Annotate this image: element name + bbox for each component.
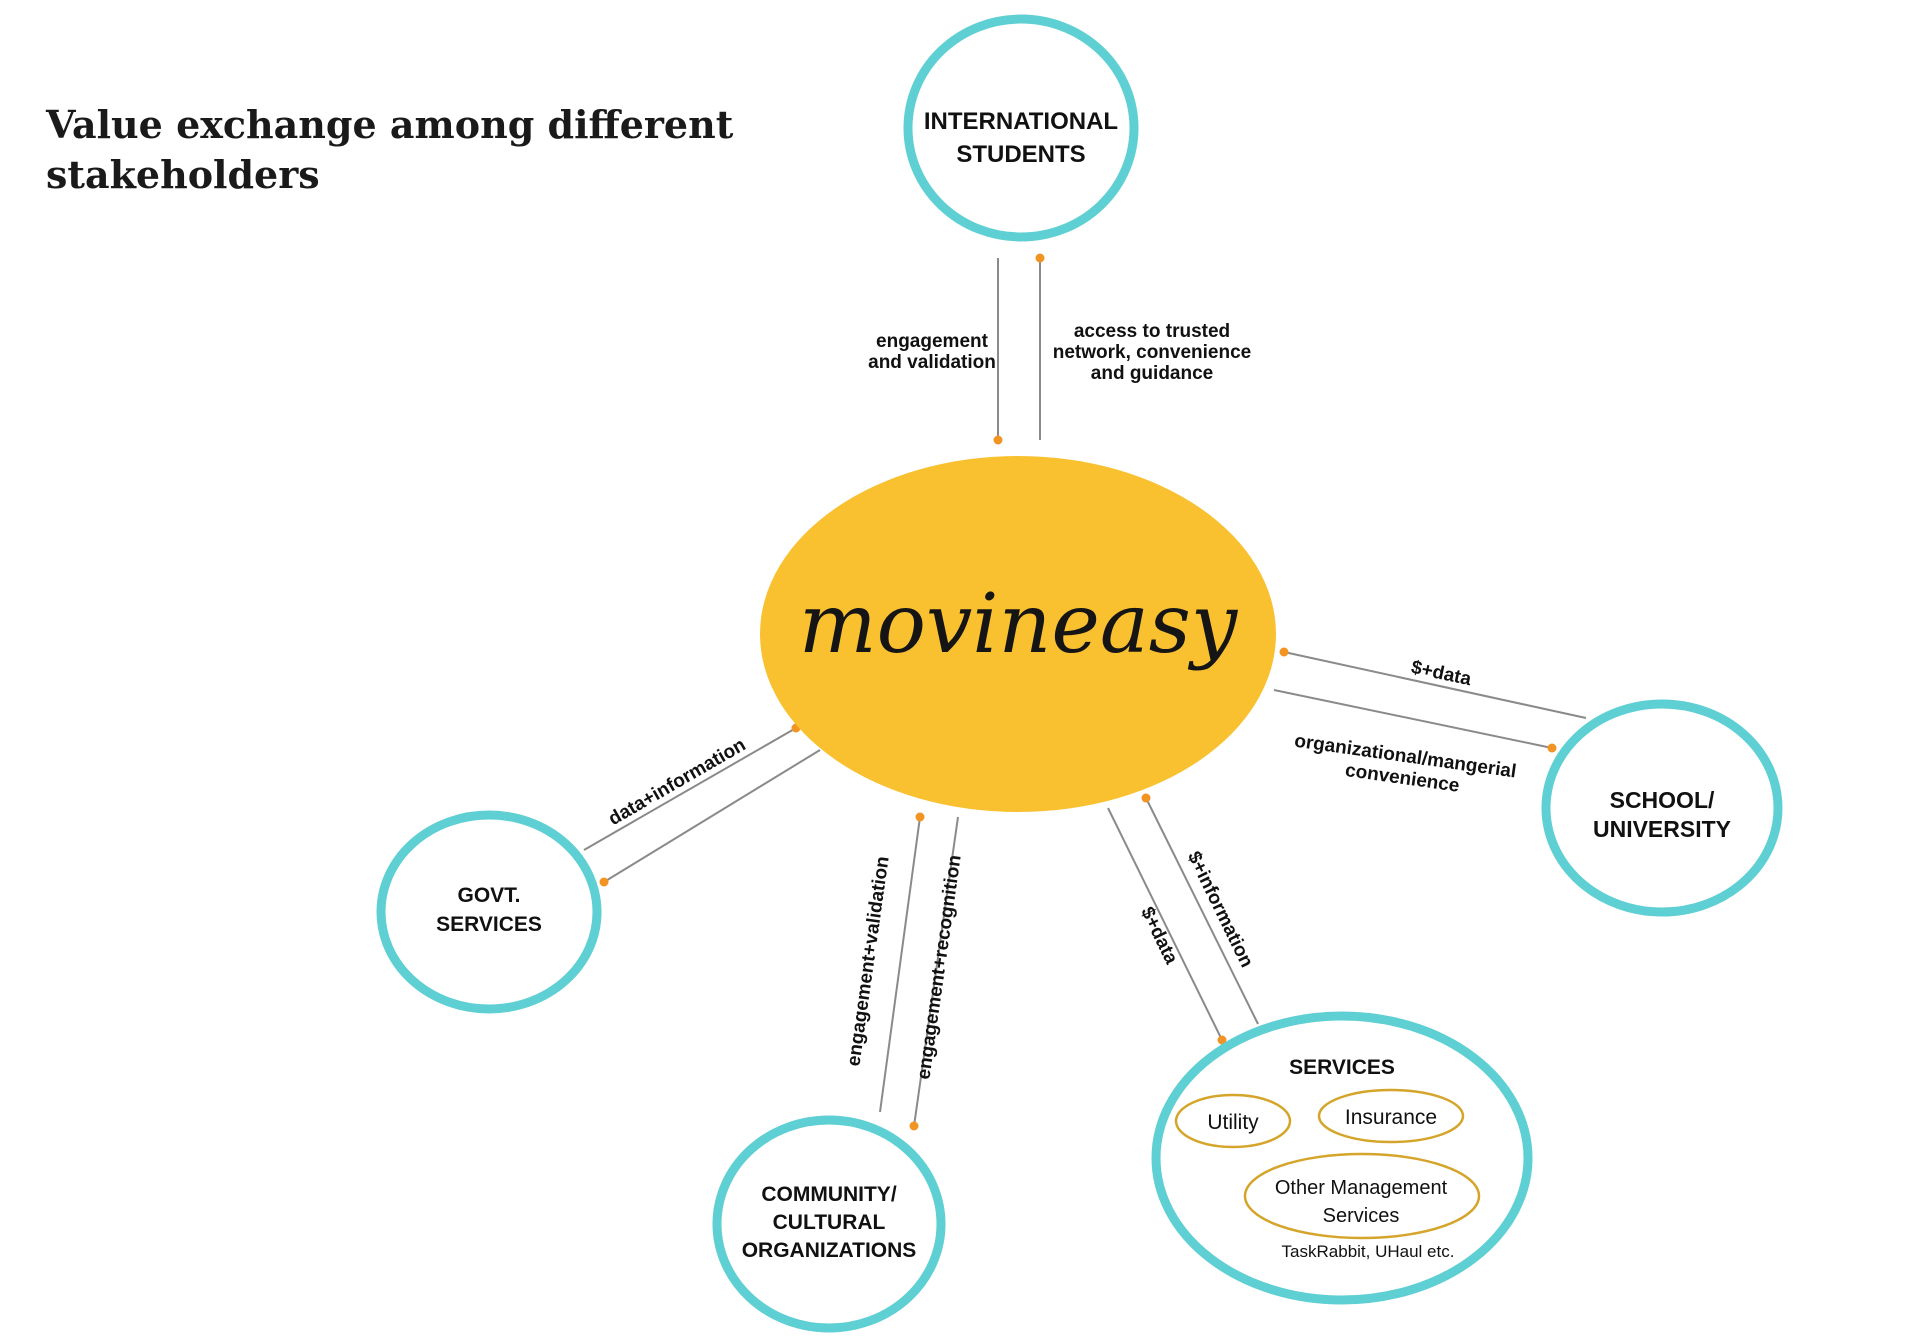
connector-dots	[599, 253, 1557, 1131]
edge-label-line: network, convenience	[1053, 342, 1252, 363]
edge-label-services-to-hub: $+data	[1136, 904, 1182, 968]
dot	[1035, 253, 1045, 263]
node-label: CULTURAL	[773, 1211, 886, 1234]
edge-school-to-hub	[1283, 651, 1587, 719]
connector-lines	[583, 258, 1587, 1127]
dot	[993, 435, 1003, 445]
services-title: SERVICES	[1289, 1056, 1395, 1079]
edge-label-line: engagement	[876, 331, 989, 352]
node-label: GOVT.	[457, 884, 520, 907]
node-ring	[1541, 699, 1783, 917]
hub-ellipse	[760, 456, 1276, 812]
other-services-label: Other Management	[1275, 1177, 1448, 1199]
utility-ring	[1174, 1093, 1292, 1149]
node-school-university: SCHOOL/ UNIVERSITY	[1541, 699, 1783, 917]
other-services-ring	[1243, 1152, 1481, 1240]
edge-label-hub-to-services: $+information	[1183, 848, 1257, 971]
edge-hub-to-services	[1145, 797, 1259, 1025]
node-label: COMMUNITY/	[761, 1183, 896, 1206]
utility-label: Utility	[1207, 1111, 1259, 1134]
node-ring	[903, 14, 1139, 242]
edge-label-students-to-hub: engagement and validation	[868, 331, 996, 373]
services-examples: TaskRabbit, UHaul etc.	[1282, 1242, 1455, 1261]
node-label: SCHOOL/	[1610, 787, 1715, 813]
node-services: SERVICES Utility Insurance Other Managem…	[1151, 1011, 1533, 1305]
edge-hub-to-govt	[583, 727, 797, 851]
node-community-organizations: COMMUNITY/ CULTURAL ORGANIZATIONS	[712, 1115, 946, 1333]
node-label: STUDENTS	[956, 141, 1085, 168]
edge-label-hub-to-school: organizational/mangerial convenience	[1293, 731, 1518, 797]
other-services-label: Services	[1323, 1205, 1400, 1227]
brand-wordmark: movineasy	[799, 577, 1239, 672]
title-line-2: stakeholders	[46, 152, 320, 197]
dot	[599, 877, 609, 887]
node-label: INTERNATIONAL	[924, 108, 1118, 135]
node-ring	[376, 810, 602, 1014]
node-ring	[712, 1115, 946, 1333]
insurance-label: Insurance	[1345, 1106, 1437, 1129]
hub-node: movineasy	[760, 456, 1276, 812]
edge-label-line: and validation	[868, 352, 996, 373]
edge-hub-to-community	[913, 816, 959, 1127]
edge-community-to-hub	[879, 816, 921, 1113]
edge-hub-to-school	[1273, 689, 1553, 749]
edge-govt-to-hub	[603, 749, 821, 883]
node-label: UNIVERSITY	[1593, 816, 1731, 842]
node-label: ORGANIZATIONS	[742, 1239, 917, 1262]
edge-label-community-to-hub: engagement+validation	[843, 855, 893, 1068]
title-line-1: Value exchange among different	[46, 102, 734, 147]
edge-services-to-hub	[1107, 807, 1223, 1041]
dot	[915, 812, 925, 822]
node-label: SERVICES	[436, 913, 542, 936]
node-international-students: INTERNATIONAL STUDENTS	[903, 14, 1139, 242]
edge-label-govt-hub: data+information	[605, 734, 749, 830]
dot	[1217, 1035, 1227, 1045]
dot	[1279, 647, 1289, 657]
insurance-ring	[1317, 1088, 1465, 1144]
page-title: Value exchange among different stakehold…	[46, 100, 746, 200]
edge-label-school-to-hub: $+data	[1409, 657, 1473, 690]
edge-label-line: access to trusted	[1074, 321, 1230, 342]
dot	[1141, 793, 1151, 803]
edge-label-hub-to-community: engagement+recognition	[913, 854, 965, 1081]
node-govt-services: GOVT. SERVICES	[376, 810, 602, 1014]
dot	[1547, 743, 1557, 753]
edge-label-hub-to-students: access to trusted network, convenience a…	[1053, 321, 1252, 384]
edge-label-line: and guidance	[1091, 363, 1213, 384]
dot	[909, 1121, 919, 1131]
